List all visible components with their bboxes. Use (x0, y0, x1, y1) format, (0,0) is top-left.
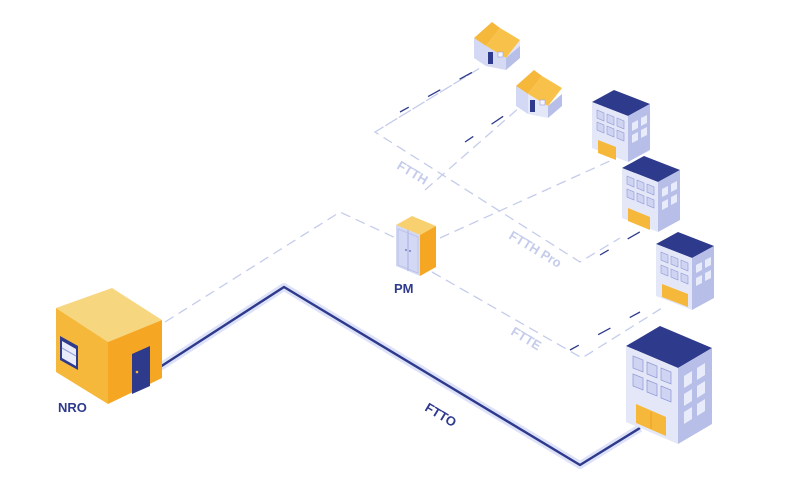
ftte-label: FTTE (508, 324, 544, 354)
ftte-line (431, 271, 663, 359)
ftto-line-group (157, 283, 643, 469)
ftto-line (159, 285, 641, 467)
nro-front-wall (56, 308, 108, 404)
ftto-label: FTTO (422, 400, 459, 430)
nro-door (132, 346, 150, 394)
nro-label: NRO (58, 400, 87, 415)
building-ftth-pro-top (592, 90, 650, 162)
house-top (474, 22, 520, 70)
pm-cabinet-top (396, 216, 436, 235)
pm-label: PM (394, 281, 414, 296)
building-ftth-pro-middle (622, 156, 680, 232)
pm-cabinet (396, 216, 436, 276)
building-ftte (656, 232, 714, 310)
dashed-network-lines (164, 67, 663, 359)
nro-roof (56, 288, 162, 342)
building-ftto (626, 326, 712, 444)
pm-to-house-line (424, 99, 529, 191)
nro-building (56, 288, 162, 404)
house-second (516, 70, 562, 118)
nro-window (60, 336, 78, 370)
pm-cabinet-side (420, 226, 436, 276)
ftto-line-glow (157, 283, 643, 469)
dashed-network-lines-dark (399, 67, 651, 351)
ftth-pro-line (439, 159, 613, 239)
ftth-line (373, 67, 621, 263)
ftth-label: FTTH (394, 158, 430, 188)
nro-to-pm-line (164, 211, 401, 323)
